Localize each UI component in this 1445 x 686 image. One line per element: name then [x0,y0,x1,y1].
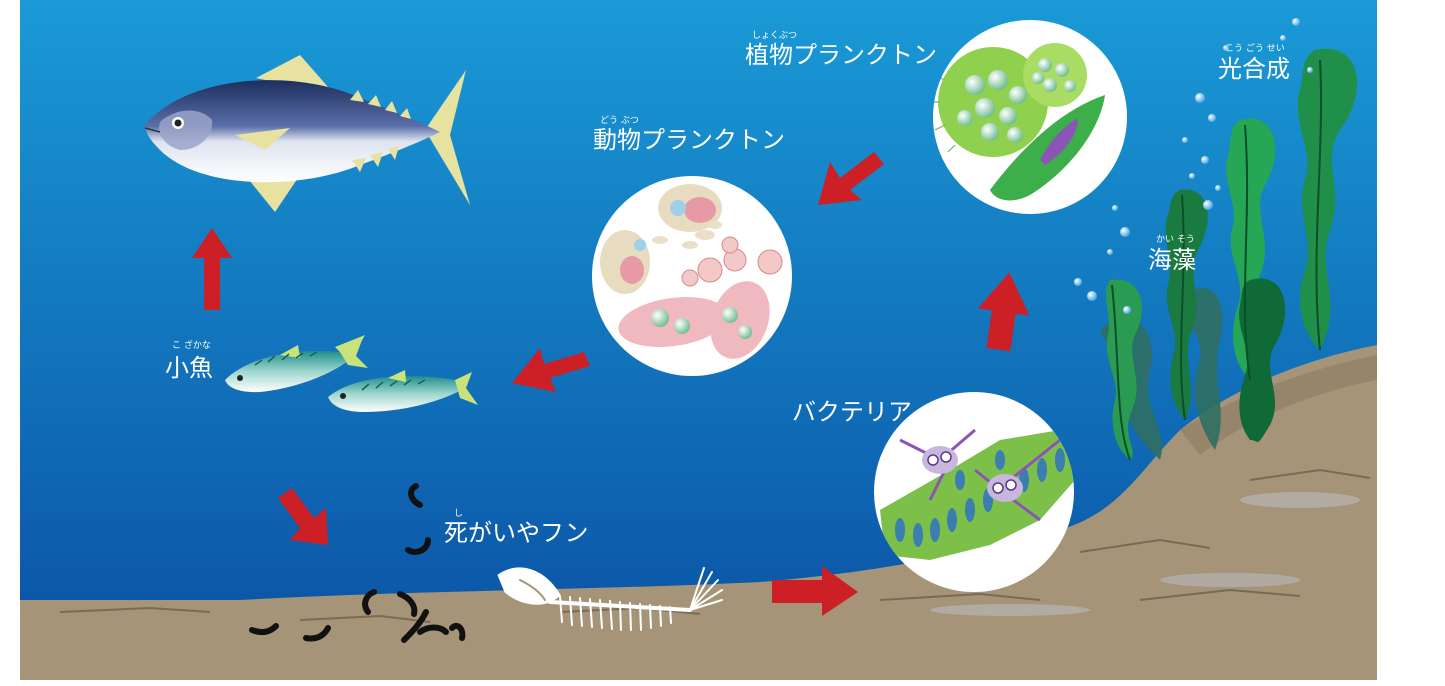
detritus-ruby: し [454,510,463,519]
phytoplankton-label: 植物プランクトン [745,43,937,67]
phytoplankton-ruby: しょくぶつ [752,32,797,41]
small-fish-ruby: こ ざかな [172,342,211,351]
photosynthesis-label: 光合成 [1218,57,1290,81]
zooplankton-label: 動物プランクトン [593,128,785,152]
zooplankton-ruby: どう ぶつ [600,117,639,126]
seaweed-label: 海藻 [1148,248,1196,272]
seaweed-ruby: かい そう [1156,236,1195,245]
photosynthesis-ruby: こう ごう せい [1225,45,1285,54]
zooplankton-circle [592,176,792,376]
bacteria-label: バクテリア [792,400,912,424]
detritus-label: 死がいやフン [444,521,588,545]
small-fish-label: 小魚 [165,356,213,380]
